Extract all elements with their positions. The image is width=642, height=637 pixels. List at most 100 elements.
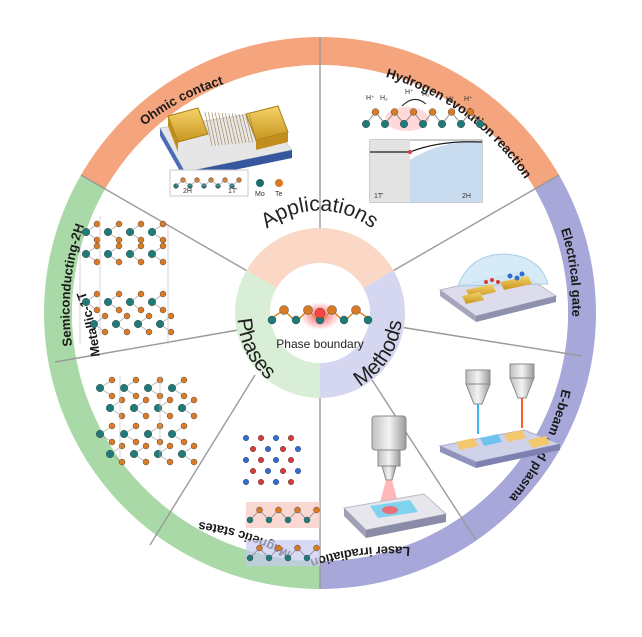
atom (314, 307, 326, 319)
panel-ebeam (438, 363, 562, 468)
crystal-structure-icon (79, 216, 175, 344)
ring-methods (320, 175, 596, 589)
atom (438, 119, 447, 128)
atom (166, 458, 174, 466)
bond (214, 112, 223, 146)
atom (137, 242, 145, 250)
atom (95, 384, 104, 393)
atom (132, 392, 140, 400)
atom (118, 412, 126, 420)
atom (180, 422, 188, 430)
atom (177, 404, 186, 413)
atom (288, 479, 295, 486)
bond (203, 179, 212, 187)
atom (137, 306, 145, 314)
atom (105, 404, 114, 413)
atom (288, 435, 295, 442)
atom (147, 249, 156, 258)
atom (153, 404, 162, 413)
atom (363, 315, 373, 325)
atom (132, 376, 140, 384)
atom (303, 554, 311, 562)
atom (351, 305, 361, 315)
crystal-structure-icon (95, 376, 198, 466)
atom (428, 108, 437, 116)
atom (284, 554, 292, 562)
atom (81, 227, 90, 236)
atom (123, 312, 131, 320)
atom (118, 396, 126, 404)
atom (142, 412, 150, 420)
atom (93, 220, 101, 228)
atom (119, 384, 128, 393)
atom (129, 404, 138, 413)
atom (242, 479, 249, 486)
atom (115, 220, 123, 228)
atom (280, 446, 287, 453)
atom (118, 442, 126, 450)
atom (273, 479, 280, 486)
bond (211, 112, 220, 146)
panel-her: H⁺ H₂ H⁺ H₂ H⁺ H⁺ 1T' 2H (362, 89, 485, 203)
atom (159, 306, 167, 314)
atom (256, 544, 263, 552)
atom (147, 227, 156, 236)
atom (190, 442, 198, 450)
atom (295, 446, 302, 453)
atom (111, 320, 120, 329)
panel-semiconducting (79, 216, 175, 344)
atom (258, 435, 265, 442)
atom (327, 305, 337, 315)
atom (265, 468, 272, 475)
bond (228, 113, 237, 144)
atom (105, 450, 114, 459)
svg-text:2H: 2H (462, 193, 471, 200)
atom (118, 458, 126, 466)
atom (93, 236, 101, 244)
atom (294, 506, 301, 514)
atom (242, 435, 249, 442)
svg-text:2H: 2H (183, 188, 192, 195)
atom (103, 249, 112, 258)
atom (275, 544, 282, 552)
atom (167, 312, 175, 320)
panel-electrical-gate (438, 253, 558, 322)
atom (115, 242, 123, 250)
bond (221, 112, 230, 145)
atom (267, 315, 277, 325)
atom (159, 220, 167, 228)
atom (291, 315, 301, 325)
atom (294, 544, 301, 552)
bond (182, 179, 191, 187)
atom (103, 298, 112, 307)
atom (142, 442, 150, 450)
atom (180, 392, 188, 400)
atom (457, 119, 466, 128)
atom (153, 450, 162, 459)
atom (132, 438, 140, 446)
bond (238, 113, 247, 144)
atom (159, 236, 167, 244)
svg-text:H⁺: H⁺ (366, 95, 375, 102)
atom (119, 430, 128, 439)
atom (115, 306, 123, 314)
atom (265, 446, 272, 453)
atom (249, 446, 256, 453)
atom (166, 412, 174, 420)
atom (246, 516, 254, 524)
bond (204, 111, 213, 147)
atom (108, 438, 116, 446)
atom (93, 306, 101, 314)
atom (246, 554, 254, 562)
atom (167, 430, 176, 439)
atom (275, 506, 282, 514)
atom (288, 457, 295, 464)
atom (466, 108, 475, 116)
bond (210, 179, 219, 187)
svg-text:H⁺: H⁺ (464, 96, 473, 103)
atom (390, 108, 399, 116)
hub-applications (246, 228, 394, 288)
atom (371, 108, 380, 116)
atom (125, 227, 134, 236)
